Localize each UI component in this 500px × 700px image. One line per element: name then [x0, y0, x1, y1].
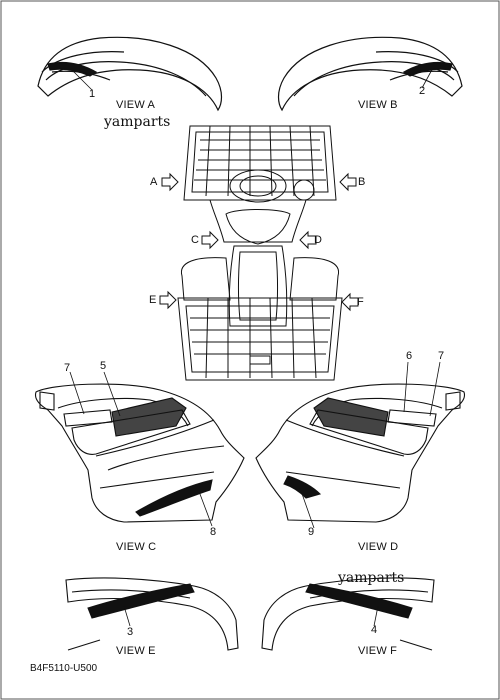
watermark-2: yamparts — [338, 570, 405, 586]
side-panel-left-part — [34, 383, 245, 523]
side-panel-right-part — [255, 383, 466, 523]
callout-1: 1 — [89, 88, 96, 100]
arrow-e-icon — [159, 290, 177, 310]
view-e-label: VIEW E — [116, 645, 156, 657]
callout-6: 6 — [406, 350, 413, 362]
leader-lines — [69, 65, 441, 627]
atv-top-view — [177, 125, 343, 381]
view-a-label: VIEW A — [116, 99, 156, 111]
rear-fender-left-part — [65, 577, 239, 651]
decal-3-stripe — [87, 583, 195, 619]
callout-9: 9 — [308, 526, 315, 538]
callout-4: 4 — [371, 624, 378, 636]
direction-f: F — [357, 296, 364, 308]
callout-2: 2 — [419, 85, 426, 97]
part-code: B4F5110-U500 — [30, 663, 98, 674]
arrow-c-icon — [201, 230, 219, 250]
arrow-d-icon — [299, 230, 317, 250]
view-arrows — [159, 172, 359, 312]
direction-c: C — [191, 234, 199, 246]
view-f-label: VIEW F — [358, 645, 398, 657]
callout-7-right: 7 — [438, 350, 445, 362]
rear-fender-right-part — [261, 577, 435, 651]
front-fender-left-part — [37, 36, 223, 112]
direction-e: E — [149, 294, 157, 306]
view-c-label: VIEW C — [116, 541, 157, 553]
direction-b: B — [358, 176, 366, 188]
arrow-b-icon — [339, 172, 357, 192]
decal-4-stripe — [305, 583, 413, 619]
callout-7-left: 7 — [64, 362, 71, 374]
direction-d: D — [314, 234, 322, 246]
decal-6-right — [313, 397, 389, 437]
watermark-1: yamparts — [104, 114, 171, 130]
arrow-f-icon — [341, 292, 359, 312]
arrow-a-icon — [161, 172, 179, 192]
decal-9-stripe — [283, 475, 322, 499]
decal-5-left — [111, 397, 187, 437]
view-d-label: VIEW D — [358, 541, 399, 553]
decal-8-stripe — [135, 479, 213, 517]
direction-a: A — [150, 176, 158, 188]
callout-8: 8 — [210, 526, 217, 538]
callout-3: 3 — [127, 626, 134, 638]
callout-5: 5 — [100, 360, 107, 372]
view-b-label: VIEW B — [358, 99, 398, 111]
front-fender-right-part — [277, 36, 463, 112]
